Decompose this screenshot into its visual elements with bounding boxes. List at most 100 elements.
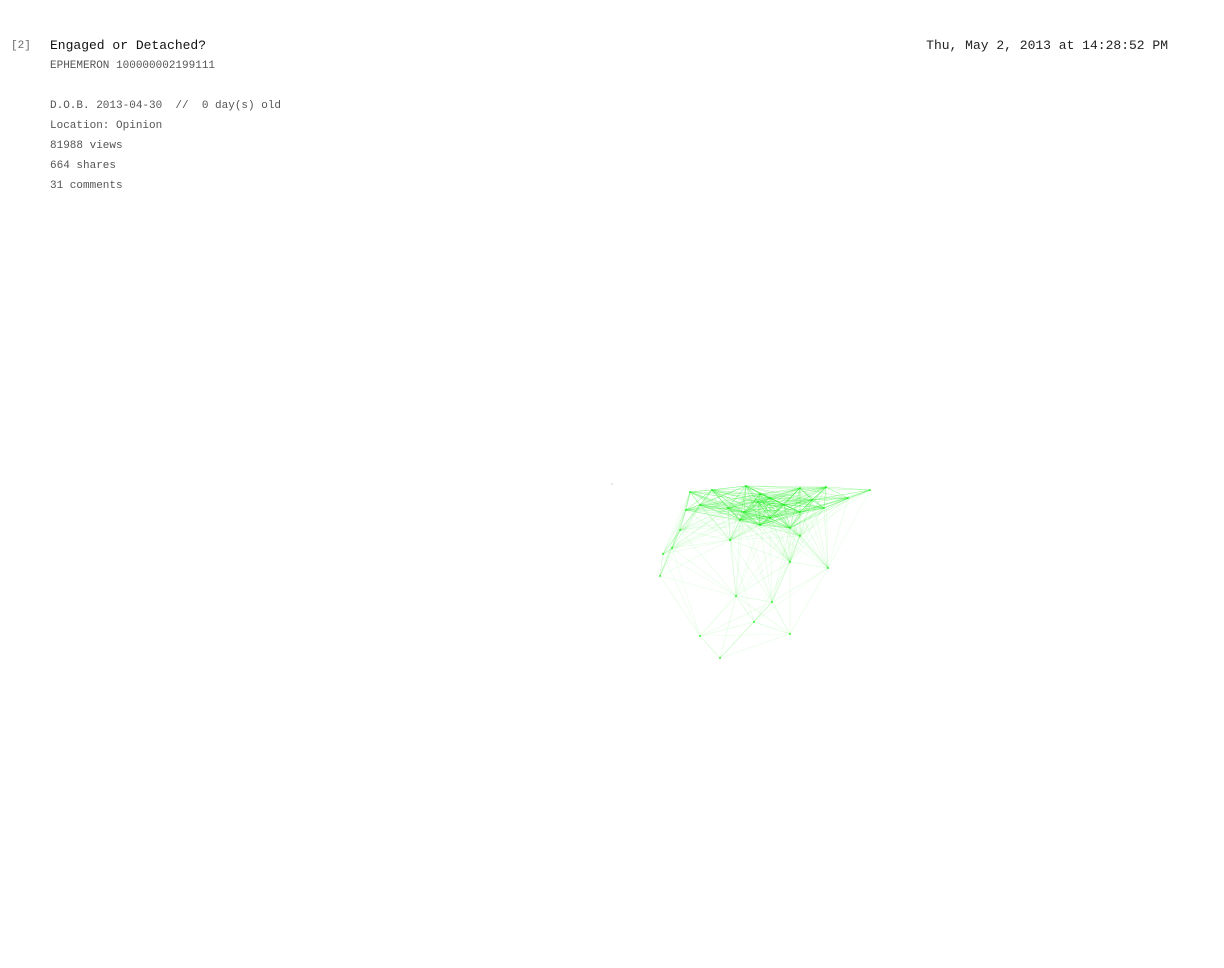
network-edge xyxy=(739,511,801,521)
network-node xyxy=(798,486,802,490)
network-edge xyxy=(727,507,801,513)
network-edge xyxy=(759,507,825,526)
network-edge xyxy=(757,501,785,506)
network-edge xyxy=(729,539,737,597)
network-edge xyxy=(689,485,747,493)
network-edge xyxy=(727,507,741,521)
network-edge xyxy=(662,547,673,555)
network-edge xyxy=(699,504,761,526)
network-edge xyxy=(671,539,731,549)
network-edge xyxy=(783,499,813,506)
network-edge xyxy=(699,504,741,521)
network-node xyxy=(770,600,774,604)
shares-count: 664 shares xyxy=(50,160,117,172)
network-edge xyxy=(759,504,785,526)
network-edge xyxy=(711,489,759,503)
network-edge xyxy=(662,519,741,555)
network-node xyxy=(822,506,826,510)
network-edge xyxy=(711,489,745,513)
network-edge xyxy=(745,485,801,489)
network-edge xyxy=(789,487,801,563)
network-node xyxy=(782,503,786,507)
network-edge xyxy=(799,487,813,501)
network-edge xyxy=(771,527,791,603)
network-edge xyxy=(789,497,849,563)
network-edge xyxy=(759,497,849,526)
network-edge xyxy=(699,493,761,506)
network-edge xyxy=(769,499,813,519)
network-node xyxy=(726,506,730,510)
network-edge xyxy=(757,499,813,503)
network-edge xyxy=(789,527,801,537)
network-node xyxy=(742,510,746,514)
network-edge xyxy=(823,497,849,509)
network-edge xyxy=(789,486,827,563)
network-edge xyxy=(739,493,761,521)
network-edge xyxy=(789,486,827,529)
network-edge xyxy=(659,575,737,597)
network-edge xyxy=(823,486,827,509)
network-node xyxy=(824,485,828,489)
network-edge xyxy=(769,497,791,529)
network-edge xyxy=(739,519,773,603)
network-edge xyxy=(679,519,741,531)
network-edge xyxy=(759,493,801,513)
network-edge xyxy=(727,507,731,541)
network-edge xyxy=(783,487,801,506)
network-edge xyxy=(811,489,871,501)
network-node xyxy=(768,516,772,520)
network-edge xyxy=(771,511,801,603)
network-edge xyxy=(799,499,813,537)
network-edge xyxy=(735,595,773,603)
network-edge xyxy=(739,487,801,521)
network-node xyxy=(661,552,665,556)
network-edge xyxy=(679,491,691,531)
network-edge xyxy=(711,489,761,495)
network-node xyxy=(698,503,702,507)
views-count: 81988 views xyxy=(50,140,123,152)
network-node xyxy=(658,574,662,578)
network-edge xyxy=(759,524,791,563)
network-edge xyxy=(759,493,771,519)
network-edge xyxy=(729,497,771,541)
network-edge xyxy=(753,561,791,623)
network-edge xyxy=(679,517,771,531)
network-edge xyxy=(799,487,871,491)
network-edge xyxy=(727,507,737,597)
network-edge xyxy=(711,489,785,506)
network-edge xyxy=(727,507,791,563)
network-edge xyxy=(719,633,791,659)
network-edge xyxy=(727,485,747,509)
network-edge xyxy=(699,601,773,637)
network-edge xyxy=(739,485,747,521)
network-edge xyxy=(711,489,741,521)
network-edge xyxy=(679,485,747,531)
network-edge xyxy=(739,486,827,521)
network-edge xyxy=(799,535,829,569)
network-edge xyxy=(783,504,801,513)
network-edge xyxy=(783,486,827,506)
network-edge xyxy=(771,601,791,635)
network-edge xyxy=(662,539,731,555)
network-node xyxy=(810,498,814,502)
network-node xyxy=(688,490,692,494)
network-edge xyxy=(679,501,759,531)
network-node xyxy=(826,566,830,570)
timestamp: Thu, May 2, 2013 at 14:28:52 PM xyxy=(926,38,1168,53)
network-edge xyxy=(685,509,771,519)
network-edge xyxy=(735,595,755,623)
network-edge xyxy=(689,491,745,513)
network-edge xyxy=(699,501,759,506)
network-edge xyxy=(729,511,745,541)
network-edge xyxy=(825,486,849,499)
network-node xyxy=(738,518,742,522)
network-edge xyxy=(769,497,849,519)
network-edge xyxy=(727,507,761,526)
comments-count: 31 comments xyxy=(50,180,123,192)
network-edge xyxy=(769,517,791,529)
network-edge xyxy=(711,489,771,499)
network-edge xyxy=(662,511,745,555)
network-edge xyxy=(729,485,747,541)
network-edge xyxy=(769,517,829,569)
network-edge xyxy=(699,504,771,519)
